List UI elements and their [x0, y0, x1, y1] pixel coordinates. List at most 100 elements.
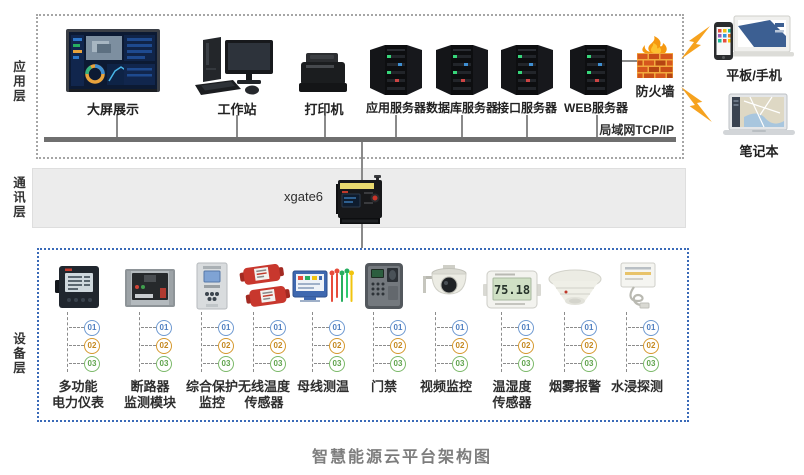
- laptop-map-icon: [723, 93, 795, 135]
- app-device-printer: 打印机: [290, 28, 358, 118]
- indicator-dashed-line: [67, 312, 68, 372]
- temp-humidity-sensor-icon: 75.18: [483, 270, 541, 309]
- app-device-firewall: 防火墙: [625, 36, 685, 100]
- laptop-label: 笔记本: [739, 144, 779, 159]
- comm-layer-label: 通讯层: [11, 176, 25, 220]
- app-device-if-server: 接口服务器: [483, 28, 571, 116]
- server-rack-icon: [436, 45, 488, 95]
- firewall-label: 防火墙: [635, 84, 675, 99]
- wireless-temp-label: 无线温度 传感器: [237, 379, 290, 410]
- channel-02-badge: 02: [643, 338, 659, 354]
- connector-printer: [324, 115, 326, 137]
- channel-02-badge: 02: [84, 338, 100, 354]
- field-device-power-meter: 01 02 03 多功能 电力仪表: [46, 260, 110, 411]
- field-device-video-camera: 01 02 03 视频监控: [414, 260, 478, 395]
- server-rack-icon: [570, 45, 622, 95]
- channel-01-badge: 01: [390, 320, 406, 336]
- field-device-busbar-temp: 01 02 03 母线测温: [291, 260, 355, 395]
- power-meter-label: 多功能 电力仪表: [51, 379, 104, 410]
- diagram-title: 智慧能源云平台架构图: [311, 449, 492, 466]
- busbar-temp-label: 母线测温: [296, 379, 349, 394]
- dome-camera-icon: [423, 265, 467, 295]
- channel-01-badge: 01: [270, 320, 286, 336]
- app-device-big-screen: 大屏展示: [58, 28, 168, 118]
- wireless-device-tablet-phone: 平板/手机: [708, 14, 800, 84]
- lightning-bolt-icon: [681, 26, 710, 59]
- server-rack-icon: [370, 45, 422, 95]
- field-device-protection-panel: 01 02 03 综合保护 监控: [180, 260, 244, 411]
- channel-02-badge: 02: [390, 338, 406, 354]
- connector-db-server: [461, 115, 463, 137]
- channel-02-badge: 02: [518, 338, 534, 354]
- channel-01-badge: 01: [643, 320, 659, 336]
- smoke-detector-icon: [548, 269, 602, 305]
- field-device-smoke-alarm: 01 02 03 烟雾报警: [543, 260, 607, 395]
- workstation-icon: [195, 37, 273, 95]
- app-device-db-server: 数据库服务器: [417, 28, 507, 116]
- gateway-icon: [336, 175, 382, 224]
- channel-03-badge: 03: [518, 356, 534, 372]
- lightning-bolt-icon: [681, 87, 712, 122]
- printer-label: 打印机: [304, 102, 344, 117]
- firewall-icon: [637, 36, 673, 78]
- field-device-wireless-temp: 01 02 03 无线温度 传感器: [232, 260, 296, 411]
- application-layer-box: [36, 14, 684, 159]
- connector-app-server: [395, 115, 397, 137]
- gateway-label: xgate6: [284, 189, 324, 204]
- channel-02-badge: 02: [329, 338, 345, 354]
- video-camera-label: 视频监控: [419, 379, 472, 394]
- channel-02-badge: 02: [452, 338, 468, 354]
- channel-03-badge: 03: [329, 356, 345, 372]
- channel-03-badge: 03: [643, 356, 659, 372]
- channel-03-badge: 03: [581, 356, 597, 372]
- connector-big-screen: [116, 115, 118, 137]
- channel-03-badge: 03: [84, 356, 100, 372]
- protection-panel-label: 综合保护 监控: [185, 379, 238, 410]
- app-device-app-server: 应用服务器: [352, 28, 440, 116]
- lan-bus-line: [44, 137, 676, 142]
- channel-02-badge: 02: [581, 338, 597, 354]
- connector-workstation: [236, 115, 238, 137]
- protection-panel-icon: [196, 262, 228, 310]
- power-meter-icon: [55, 266, 99, 308]
- if-server-label: 接口服务器: [496, 101, 557, 115]
- connector-web-server: [596, 115, 598, 137]
- channel-01-badge: 01: [218, 320, 234, 336]
- channel-01-badge: 01: [452, 320, 468, 336]
- app-device-web-server: WEB服务器: [552, 28, 640, 116]
- app-layer-label: 应用层: [11, 60, 25, 104]
- channel-03-badge: 03: [218, 356, 234, 372]
- tablet-phone-label: 平板/手机: [726, 68, 782, 83]
- connector-firewall: [610, 60, 638, 62]
- channel-01-badge: 01: [84, 320, 100, 336]
- access-control-icon: [365, 263, 403, 309]
- circuit-breaker-label: 断路器 监测模块: [123, 379, 176, 410]
- channel-03-badge: 03: [270, 356, 286, 372]
- water-leak-detector-icon: [620, 262, 656, 309]
- big-screen-label: 大屏展示: [86, 102, 139, 117]
- app-server-label: 应用服务器: [365, 101, 426, 115]
- connector-if-server: [526, 115, 528, 137]
- channel-indicators: 01 02 03: [46, 312, 110, 374]
- device-layer-label: 设备层: [11, 332, 25, 376]
- water-leak-label: 水浸探测: [610, 379, 663, 394]
- server-rack-icon: [501, 45, 553, 95]
- smoke-alarm-label: 烟雾报警: [548, 379, 601, 394]
- channel-01-badge: 01: [329, 320, 345, 336]
- printer-icon: [299, 53, 347, 92]
- wireless-temp-sensor-icon: [239, 264, 291, 307]
- lan-bus-label: 局域网TCP/IP: [599, 123, 674, 137]
- channel-02-badge: 02: [270, 338, 286, 354]
- device-layer-box: [37, 248, 689, 422]
- field-device-temp-humidity: 75.18 01 02 03 温湿度 传感器: [480, 260, 544, 411]
- temp-humidity-label: 温湿度 传感器: [492, 379, 532, 410]
- channel-01-badge: 01: [518, 320, 534, 336]
- channel-03-badge: 03: [452, 356, 468, 372]
- wireless-device-laptop: 笔记本: [716, 93, 802, 160]
- web-server-label: WEB服务器: [564, 101, 628, 115]
- temp-humidity-reading: 75.18: [494, 283, 530, 297]
- field-device-water-leak: 01 02 03 水浸探测: [605, 260, 669, 395]
- channel-03-badge: 03: [390, 356, 406, 372]
- db-server-label: 数据库服务器: [425, 101, 498, 115]
